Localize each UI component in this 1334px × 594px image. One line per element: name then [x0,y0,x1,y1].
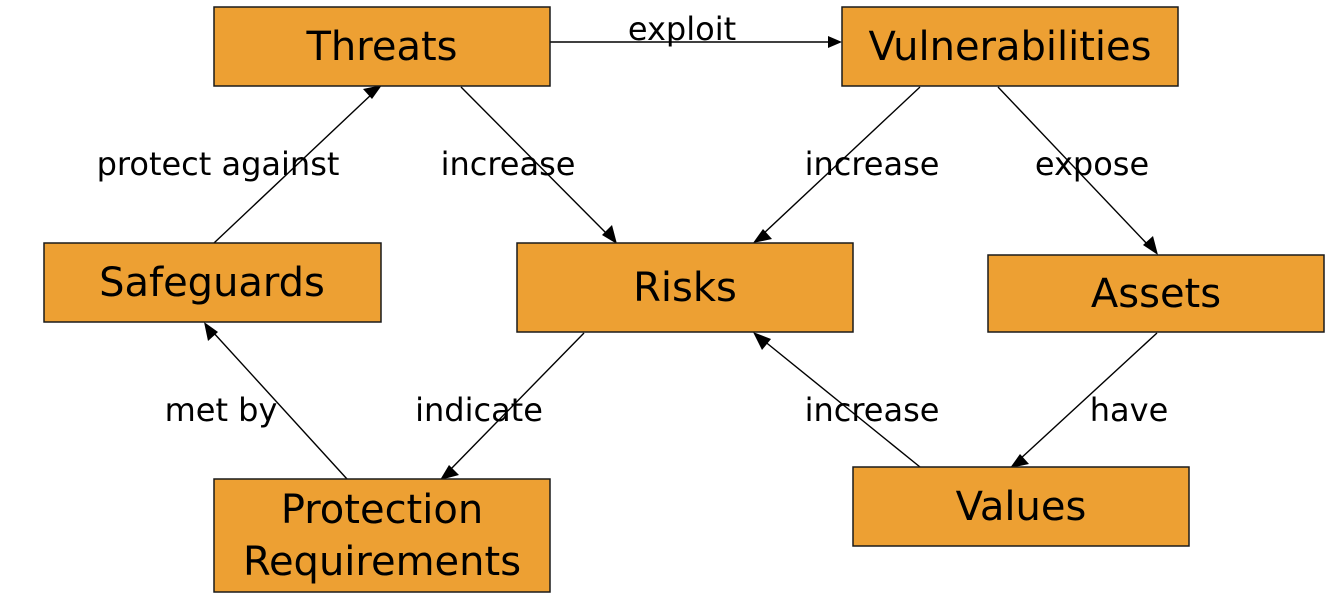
node-values: Values [852,466,1190,547]
edge-protect-against-arrowhead [363,85,382,99]
node-threats-box [213,6,551,87]
edge-exploit-arrowhead [828,36,842,48]
edge-label-have: have [1090,391,1169,429]
node-protection-requirements-box [213,478,551,593]
node-vulnerabilities-box [841,6,1179,87]
node-values-label: Values [956,484,1087,530]
edge-labels: exploit protect against increase increas… [97,10,1169,429]
node-assets: Assets [987,254,1325,333]
edge-have-arrowhead [1010,454,1029,468]
node-vulnerabilities: Vulnerabilities [841,6,1179,87]
node-vulnerabilities-label: Vulnerabilities [868,24,1151,70]
edge-indicate-arrowhead [440,465,459,480]
node-safeguards: Safeguards [43,242,382,323]
node-threats: Threats [213,6,551,87]
node-protection-requirements-label-line-1: Protection [281,487,483,533]
edge-threats-increase-line [460,86,609,236]
node-protection-requirements-label-line-2: Requirements [243,539,521,585]
node-values-box [852,466,1190,547]
edge-threats-increase-arrowhead [602,225,617,244]
edge-met-by-arrowhead [204,322,218,341]
node-risks-label: Risks [633,265,737,311]
edge-label-vulnerabilities-increase: increase [805,145,940,183]
node-risks: Risks [516,242,854,333]
node-assets-label: Assets [1091,271,1221,317]
node-safeguards-box [43,242,382,323]
edge-label-threats-increase: increase [441,145,576,183]
edge-label-met-by: met by [165,391,278,429]
node-threats-label: Threats [306,24,458,70]
edge-label-exploit: exploit [628,10,736,48]
edge-label-expose: expose [1035,145,1149,183]
edge-label-indicate: indicate [415,391,543,429]
edge-expose-line [997,86,1150,247]
edge-values-increase-arrowhead [753,332,771,350]
edge-vulnerabilities-increase-arrowhead [753,229,772,243]
edge-label-protect-against: protect against [97,145,340,183]
edge-met-by-line [211,330,348,480]
edge-vulnerabilities-increase-line [761,86,921,236]
edge-values-increase-line [762,339,921,468]
node-assets-box [987,254,1325,333]
node-risks-box [516,242,854,333]
edge-expose-arrowhead [1143,236,1158,255]
edges [204,36,1158,480]
node-protection-requirements: Protection Requirements [213,478,551,593]
node-safeguards-label: Safeguards [99,260,325,306]
edge-protect-against-line [213,92,374,244]
edge-have-line [1018,332,1158,461]
edge-label-values-increase: increase [805,391,940,429]
edge-indicate-line [448,332,585,472]
